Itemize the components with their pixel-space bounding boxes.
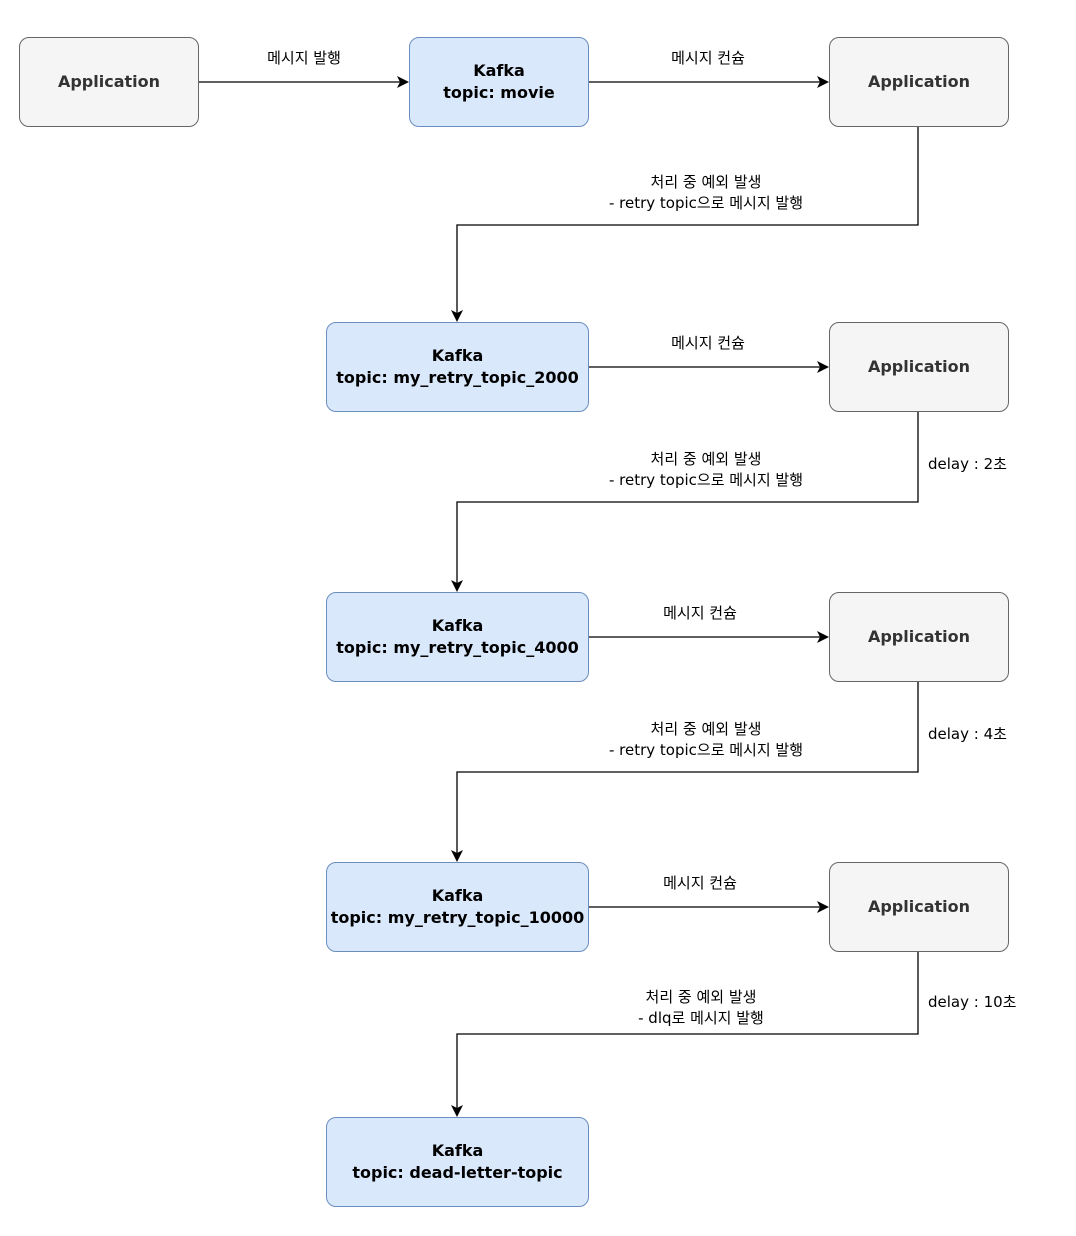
error-label-line: - retry topic으로 메시지 발행 bbox=[608, 194, 804, 212]
application-node-5: Application bbox=[829, 862, 1009, 952]
kafka-topic: topic: movie bbox=[443, 83, 555, 102]
consume-label-4: 메시지 컨슘 bbox=[663, 874, 737, 892]
application-label: Application bbox=[57, 72, 161, 91]
error-label-2: 처리 중 예외 발생 - retry topic으로 메시지 발행 bbox=[571, 449, 841, 491]
consume-label-1: 메시지 컨슘 bbox=[671, 49, 745, 67]
error-label-line: 처리 중 예외 발생 bbox=[650, 450, 762, 468]
application-label: Application bbox=[867, 72, 971, 91]
kafka-topic: topic: my_retry_topic_2000 bbox=[336, 368, 579, 387]
error-label-3: 처리 중 예외 발생 - retry topic으로 메시지 발행 bbox=[571, 719, 841, 761]
kafka-node-movie: Kafka topic: movie bbox=[409, 37, 589, 127]
publish-label: 메시지 발행 bbox=[267, 49, 341, 67]
delay-label-1: delay : 2초 bbox=[928, 455, 1007, 473]
error-label-line: - retry topic으로 메시지 발행 bbox=[608, 471, 804, 489]
error-label-1: 처리 중 예외 발생 - retry topic으로 메시지 발행 bbox=[571, 172, 841, 214]
kafka-node-dead-letter: Kafka topic: dead-letter-topic bbox=[326, 1117, 589, 1207]
kafka-title: Kafka bbox=[473, 61, 525, 80]
kafka-topic: topic: my_retry_topic_4000 bbox=[336, 638, 579, 657]
edge-retry-2000 bbox=[451, 127, 919, 322]
edge-retry-10000 bbox=[451, 682, 919, 862]
kafka-node-retry-4000: Kafka topic: my_retry_topic_4000 bbox=[326, 592, 589, 682]
application-node-2: Application bbox=[829, 37, 1009, 127]
kafka-title: Kafka bbox=[431, 886, 484, 905]
application-label: Application bbox=[867, 627, 971, 646]
kafka-title: Kafka bbox=[431, 1141, 484, 1160]
consume-label-3: 메시지 컨슘 bbox=[663, 604, 737, 622]
application-node-4: Application bbox=[829, 592, 1009, 682]
error-label-line: - retry topic으로 메시지 발행 bbox=[608, 741, 804, 759]
edge-dlq bbox=[451, 952, 919, 1117]
kafka-title: Kafka bbox=[431, 616, 484, 635]
kafka-title: Kafka bbox=[431, 346, 484, 365]
error-label-4: 처리 중 예외 발생 - dlq로 메시지 발행 bbox=[571, 987, 831, 1029]
error-label-line: 처리 중 예외 발생 bbox=[650, 720, 762, 738]
kafka-topic: topic: dead-letter-topic bbox=[352, 1163, 563, 1182]
kafka-topic: topic: my_retry_topic_10000 bbox=[330, 908, 585, 927]
delay-label-3: delay : 10초 bbox=[928, 993, 1017, 1011]
consume-label-2: 메시지 컨슘 bbox=[671, 334, 745, 352]
application-node-1: Application bbox=[19, 37, 199, 127]
error-label-line: 처리 중 예외 발생 bbox=[645, 988, 757, 1006]
error-label-line: 처리 중 예외 발생 bbox=[650, 173, 762, 191]
application-node-3: Application bbox=[829, 322, 1009, 412]
edge-retry-4000 bbox=[451, 412, 919, 592]
error-label-line: - dlq로 메시지 발행 bbox=[638, 1009, 764, 1027]
application-label: Application bbox=[867, 357, 971, 376]
delay-label-2: delay : 4초 bbox=[928, 725, 1007, 743]
application-label: Application bbox=[867, 897, 971, 916]
kafka-node-retry-2000: Kafka topic: my_retry_topic_2000 bbox=[326, 322, 589, 412]
kafka-node-retry-10000: Kafka topic: my_retry_topic_10000 bbox=[326, 862, 589, 952]
